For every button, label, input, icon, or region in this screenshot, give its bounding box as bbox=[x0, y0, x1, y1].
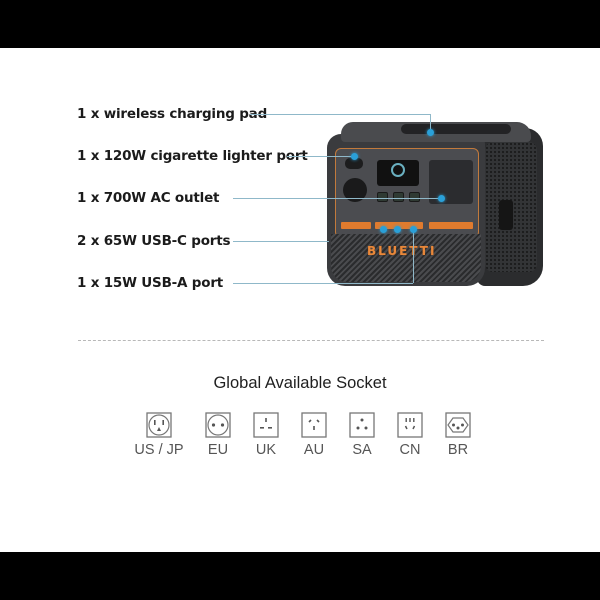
feature-ac-outlet: 1 x 700W AC outlet bbox=[77, 190, 220, 206]
power-station-image: BLUETTI bbox=[327, 122, 545, 292]
callout-dot-ac bbox=[438, 195, 445, 202]
device-button bbox=[393, 192, 404, 202]
socket-cn: CN bbox=[385, 412, 435, 458]
cigarette-port-icon bbox=[345, 158, 363, 169]
section-divider bbox=[78, 340, 544, 341]
ac-label-strip bbox=[429, 222, 473, 229]
callout-line-usb-a bbox=[233, 283, 413, 284]
callout-dot-wireless bbox=[427, 129, 434, 136]
sa-socket-icon bbox=[349, 412, 375, 438]
socket-list: US / JP EU UK AU bbox=[134, 412, 475, 472]
callout-line-wireless bbox=[250, 114, 430, 115]
callout-dot-usb-c bbox=[394, 226, 401, 233]
socket-label: SA bbox=[352, 442, 372, 458]
socket-uk: UK bbox=[241, 412, 291, 458]
brand-logo: BLUETTI bbox=[367, 244, 437, 258]
cn-socket-icon bbox=[397, 412, 423, 438]
feature-usb-a: 1 x 15W USB-A port bbox=[77, 275, 224, 291]
socket-au: AU bbox=[289, 412, 339, 458]
socket-label: US / JP bbox=[134, 442, 184, 458]
device-button bbox=[409, 192, 420, 202]
callout-line-ac bbox=[233, 198, 441, 199]
socket-label: CN bbox=[399, 442, 421, 458]
callout-line-usb-a-v bbox=[413, 231, 414, 283]
feature-usb-c: 2 x 65W USB-C ports bbox=[77, 233, 231, 249]
callout-line-wireless-v bbox=[430, 114, 431, 132]
device-front-grille bbox=[331, 234, 481, 282]
device-side-port-cover bbox=[499, 200, 513, 230]
au-socket-icon bbox=[301, 412, 327, 438]
socket-sa: SA bbox=[337, 412, 387, 458]
feature-cigarette-port: 1 x 120W cigarette lighter port bbox=[77, 148, 308, 164]
uk-socket-icon bbox=[253, 412, 279, 438]
ac-outlet-icon bbox=[429, 160, 473, 204]
battery-ring-icon bbox=[391, 163, 405, 177]
socket-eu: EU bbox=[193, 412, 243, 458]
wireless-pad-icon bbox=[401, 124, 511, 134]
br-socket-icon bbox=[445, 412, 471, 438]
callout-line-usb-c bbox=[233, 241, 329, 242]
feature-wireless-charging: 1 x wireless charging pad bbox=[77, 106, 268, 122]
socket-label: AU bbox=[303, 442, 325, 458]
usb-label-strip bbox=[375, 222, 423, 229]
letterbox-bottom bbox=[0, 552, 600, 600]
socket-br: BR bbox=[433, 412, 483, 458]
callout-dot-usb-c bbox=[380, 226, 387, 233]
dc-label-strip bbox=[341, 222, 371, 229]
letterbox-top bbox=[0, 0, 600, 48]
socket-label: EU bbox=[207, 442, 229, 458]
product-feature-graphic: 1 x wireless charging pad 1 x 120W cigar… bbox=[0, 48, 600, 552]
sockets-title: Global Available Socket bbox=[213, 374, 387, 392]
device-button bbox=[377, 192, 388, 202]
callout-dot-usb-a bbox=[410, 226, 417, 233]
socket-us-jp: US / JP bbox=[134, 412, 184, 458]
socket-label: BR bbox=[447, 442, 469, 458]
us-jp-socket-icon bbox=[146, 412, 172, 438]
eu-socket-icon bbox=[205, 412, 231, 438]
callout-dot-cigarette bbox=[351, 153, 358, 160]
callout-line-cigarette bbox=[287, 156, 353, 157]
socket-label: UK bbox=[255, 442, 277, 458]
